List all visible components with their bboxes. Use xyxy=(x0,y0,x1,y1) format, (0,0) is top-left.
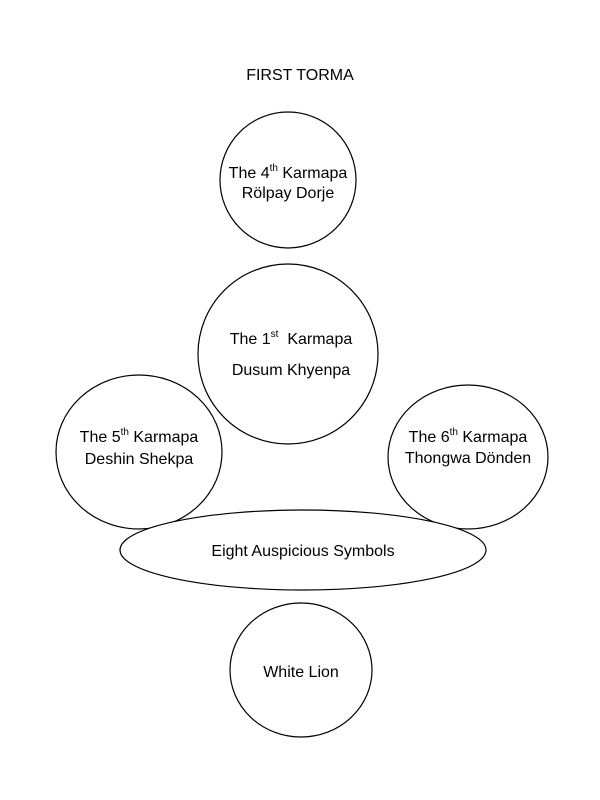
node-karmapa-4-line1-ordinal-superscript: th xyxy=(270,163,278,174)
node-karmapa-1-line1-prefix: The 1 xyxy=(230,331,271,348)
node-karmapa-1-line2: Dusum Khyenpa xyxy=(232,362,350,379)
node-karmapa-4-line2: Rölpay Dorje xyxy=(242,185,335,202)
node-karmapa-5-line1: The 5th Karmapa xyxy=(80,427,199,446)
node-karmapa-4: The 4th Karmapa Rölpay Dorje xyxy=(219,111,357,249)
node-eight-auspicious-symbols-ellipse xyxy=(119,509,487,591)
diagram-title: FIRST TORMA xyxy=(246,67,354,84)
node-karmapa-4-circle xyxy=(219,111,357,249)
node-karmapa-6-circle xyxy=(387,384,549,530)
node-karmapa-5-line1-prefix: The 5 xyxy=(80,429,121,446)
node-karmapa-4-line1: The 4th Karmapa xyxy=(229,163,348,182)
node-karmapa-1: The 1st Karmapa Dusum Khyenpa xyxy=(197,263,379,445)
node-karmapa-4-line1-suffix: Karmapa xyxy=(278,165,347,182)
node-karmapa-1-line1-suffix: Karmapa xyxy=(278,331,352,348)
node-karmapa-6-line1-prefix: The 6 xyxy=(409,429,450,446)
node-karmapa-1-line1: The 1st Karmapa xyxy=(230,329,353,348)
node-karmapa-1-circle xyxy=(197,263,379,445)
node-karmapa-6-line1-suffix: Karmapa xyxy=(458,429,527,446)
node-white-lion-circle xyxy=(229,602,373,738)
node-karmapa-6-line1: The 6th Karmapa xyxy=(409,427,528,446)
node-karmapa-6-line1-ordinal-superscript: th xyxy=(450,427,458,438)
node-karmapa-5-line2: Deshin Shekpa xyxy=(85,451,194,468)
node-karmapa-6: The 6th Karmapa Thongwa Dönden xyxy=(387,384,549,530)
node-karmapa-5-circle xyxy=(55,374,223,530)
node-eight-auspicious-symbols-label: Eight Auspicious Symbols xyxy=(211,543,394,560)
node-karmapa-5: The 5th Karmapa Deshin Shekpa xyxy=(55,374,223,530)
node-karmapa-6-line2: Thongwa Dönden xyxy=(405,450,531,467)
node-eight-auspicious-symbols: Eight Auspicious Symbols xyxy=(119,509,487,591)
node-karmapa-5-line1-suffix: Karmapa xyxy=(129,429,198,446)
node-white-lion: White Lion xyxy=(229,602,373,738)
node-karmapa-1-line1-ordinal-superscript: st xyxy=(271,329,279,340)
node-karmapa-4-line1-prefix: The 4 xyxy=(229,165,270,182)
node-karmapa-5-line1-ordinal-superscript: th xyxy=(121,427,129,438)
node-white-lion-label: White Lion xyxy=(263,664,339,681)
